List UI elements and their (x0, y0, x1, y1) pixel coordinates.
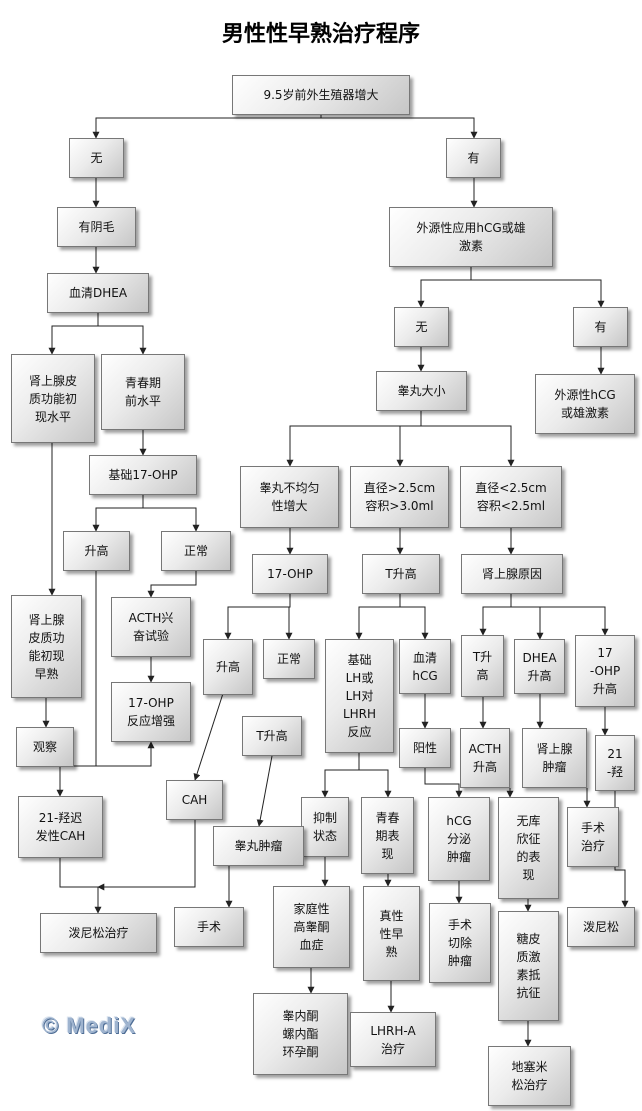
connector-arrow-8 (417, 267, 472, 308)
connector-arrow-1 (92, 115, 322, 139)
flow-node-18: 正常 (161, 531, 231, 571)
connector-arrow-9 (470, 267, 605, 308)
flow-node-52: 泼尼松 (567, 907, 635, 947)
connector-arrow-24 (285, 594, 293, 640)
flow-node-9: 肾上腺皮 质功能初 现水平 (11, 354, 95, 443)
flow-node-22: 肾上腺 皮质功 能初现 早熟 (11, 595, 82, 698)
flow-node-19: 17-OHP (252, 554, 328, 594)
flow-node-53: 睾内酮 螺内酯 环孕酮 (253, 993, 348, 1075)
flow-node-27: 血清 hCG (399, 639, 451, 694)
connector-arrow-35 (256, 755, 273, 827)
connector-arrow-26 (399, 594, 429, 640)
flow-node-8: 有 (573, 307, 628, 347)
flow-node-40: 抑制 状态 (301, 797, 349, 857)
flow-node-55: 地塞米 松治疗 (488, 1046, 571, 1106)
flow-node-10: 青春期 前水平 (101, 354, 185, 430)
flow-node-14: 睾丸不均匀 性增大 (240, 466, 339, 528)
flow-node-4: 有阴毛 (57, 207, 136, 247)
connector-arrow-6 (48, 313, 99, 355)
flow-node-23: ACTH兴 奋试验 (111, 597, 191, 657)
connector-arrow-28 (510, 594, 544, 640)
flow-node-26: 基础 LH或 LH对 LHRH 反应 (325, 639, 394, 753)
connector-arrow-33 (56, 742, 152, 797)
flow-node-31: 17-OHP 反应增强 (111, 682, 191, 742)
flow-node-17: 升高 (63, 531, 130, 571)
flow-node-46: 家庭性 高睾酮 血症 (273, 886, 350, 968)
flow-node-28: T升 高 (461, 635, 504, 697)
connector-arrow-23 (224, 594, 291, 640)
flow-node-37: 21 -羟 (595, 735, 635, 791)
flow-node-43: 无库 欣征 的表 现 (498, 797, 559, 899)
flow-node-35: ACTH 升高 (460, 728, 510, 788)
flow-node-47: 真性 性早 熟 (363, 886, 420, 981)
flow-node-30: 17 -OHP 升高 (575, 635, 635, 707)
flow-node-5: 外源性应用hCG或雄 激素 (389, 207, 553, 267)
connector-arrow-51 (59, 858, 102, 914)
flow-node-45: 睾丸肿瘤 (213, 826, 304, 866)
flow-node-33: T升高 (242, 716, 302, 756)
connector-arrow-7 (97, 313, 147, 355)
flow-node-29: DHEA 升高 (514, 639, 565, 694)
connector-arrow-34 (193, 677, 229, 781)
flow-node-39: CAH (166, 780, 223, 820)
flow-node-6: 血清DHEA (47, 273, 149, 313)
flow-node-49: 糖皮 质激 素抵 抗征 (498, 911, 559, 1021)
flow-node-1: 9.5岁前外生殖器增大 (232, 75, 410, 115)
connector-arrow-16 (92, 495, 144, 532)
flow-node-54: LHRH-A 治疗 (350, 1012, 436, 1067)
connector-arrow-52 (97, 820, 196, 891)
flow-node-3: 有 (446, 138, 501, 178)
flow-node-38: 21-羟迟 发性CAH (18, 796, 103, 858)
connector-arrow-14 (396, 411, 422, 467)
connector-arrow-42 (424, 768, 463, 798)
connector-arrow-25 (355, 594, 401, 640)
flow-node-48: 手术 切除 肿瘤 (429, 903, 491, 983)
connector-arrow-13 (286, 411, 422, 467)
flow-node-7: 无 (394, 307, 449, 347)
connector-arrow-29 (510, 594, 609, 636)
connector-arrow-17 (142, 495, 200, 532)
flow-node-32: 观察 (16, 727, 74, 767)
flow-node-51: 手术 (174, 907, 244, 947)
flow-node-50: 泼尼松治疗 (40, 913, 157, 953)
connector-arrow-40 (321, 753, 360, 798)
connector-arrow-19 (147, 571, 197, 598)
flow-node-13: 基础17-OHP (89, 455, 197, 495)
flow-node-42: hCG 分泌 肿瘤 (428, 797, 490, 881)
connector-arrow-27 (479, 594, 512, 636)
flow-node-12: 外源性hCG 或雄激素 (535, 374, 635, 434)
connector-arrow-2 (320, 115, 478, 139)
flow-node-21: 肾上腺原因 (461, 554, 563, 594)
flow-node-25: 正常 (263, 639, 315, 679)
flow-node-15: 直径>2.5cm 容积>3.0ml (350, 466, 449, 528)
page-title: 男性性早熟治疗程序 (221, 21, 420, 47)
flow-node-44: 手术 治疗 (567, 807, 619, 867)
flow-node-16: 直径<2.5cm 容积<2.5ml (460, 466, 562, 528)
flow-node-36: 肾上腺 肿瘤 (522, 728, 587, 788)
connector-arrow-15 (420, 411, 515, 467)
connector-arrow-41 (358, 753, 392, 798)
flow-node-24: 升高 (203, 639, 253, 695)
flow-node-11: 睾丸大小 (376, 371, 467, 411)
flow-node-34: 阳性 (399, 728, 451, 768)
flow-node-2: 无 (69, 138, 124, 178)
flow-node-20: T升高 (362, 554, 440, 594)
flow-node-41: 青春 期表 现 (361, 797, 414, 874)
medix-watermark: © MediX (42, 1013, 137, 1038)
